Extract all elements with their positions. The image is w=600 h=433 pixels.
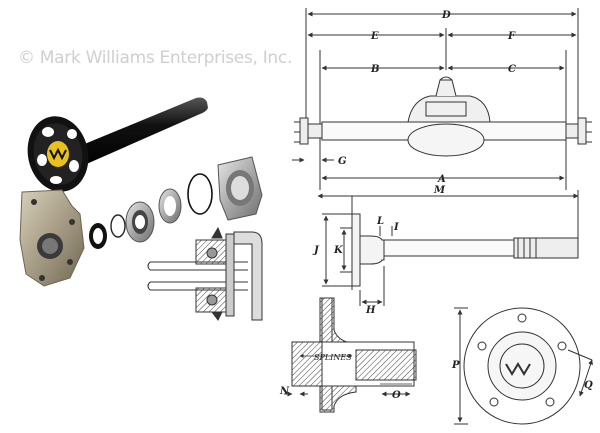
dim-label-f: F	[507, 31, 516, 42]
dim-label-b: B	[370, 64, 379, 75]
copyright-watermark: © Mark Williams Enterprises, Inc.	[18, 48, 293, 68]
dim-label-p: P	[451, 360, 460, 371]
dim-label-i: I	[393, 222, 399, 233]
dim-label-o: O	[392, 390, 401, 401]
axle-shaft-drawing	[317, 190, 579, 306]
hub-section-drawing	[284, 297, 417, 413]
dim-label-m: M	[433, 185, 446, 196]
dim-label-k: K	[333, 245, 344, 256]
axle-assembly-drawing	[292, 8, 592, 190]
bearing-seal-photo	[89, 156, 263, 249]
dim-label-c: C	[508, 64, 516, 75]
splines-label: SPLINES	[314, 353, 352, 362]
mw-logo-icon	[47, 141, 69, 167]
dim-label-l: L	[376, 216, 384, 227]
flange-face-drawing	[454, 307, 593, 425]
dim-label-q: Q	[584, 380, 593, 391]
dim-label-e: E	[370, 31, 379, 42]
dim-label-a: A	[437, 174, 446, 185]
dim-label-h: H	[365, 305, 376, 316]
axle-shaft-photo	[27, 97, 208, 192]
dim-label-d: D	[441, 10, 451, 21]
bearing-cross-section	[147, 226, 263, 321]
dim-label-g: G	[338, 156, 347, 167]
dim-label-n: N	[279, 386, 290, 397]
brake-bracket-photo	[19, 189, 85, 287]
dim-label-j: J	[312, 245, 320, 256]
